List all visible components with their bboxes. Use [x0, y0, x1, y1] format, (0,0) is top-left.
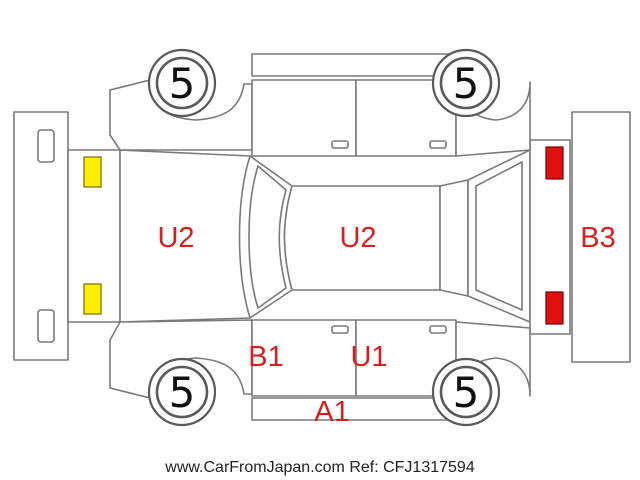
tail-lamp-left: [545, 291, 564, 325]
wheel-rear-left: 5: [431, 357, 501, 427]
tire-front-right-value: 5: [169, 59, 196, 108]
rear-bumper-damage-code: B3: [580, 222, 615, 254]
wheel-front-left: 5: [147, 357, 217, 427]
front-bumper-slot-bottom: [37, 309, 55, 343]
rear-hatch-inner: [475, 161, 523, 311]
rear-bumper: [571, 111, 631, 363]
hood-damage-code: U2: [157, 222, 194, 254]
headlamp-left: [83, 283, 102, 315]
roof-damage-code: U2: [339, 222, 376, 254]
wheel-rear-right: 5: [431, 48, 501, 118]
windshield-inner: [248, 165, 287, 309]
rear-window: [439, 179, 469, 297]
left-front-door-handle: [331, 325, 349, 334]
right-rocker: [251, 53, 453, 77]
roof: [283, 185, 441, 291]
left-rear-door-damage-code: U1: [350, 341, 387, 373]
footer-reference: www.CarFromJapan.com Ref: CFJ1317594: [164, 459, 475, 476]
left-front-door: [251, 319, 357, 397]
left-rocker: [251, 397, 453, 421]
tire-front-left-value: 5: [169, 368, 196, 417]
right-rear-door-handle: [429, 140, 447, 149]
tire-rear-left-value: 5: [453, 368, 480, 417]
left-front-pillar-damage-code: B1: [248, 341, 283, 373]
tail-lamp-right: [545, 146, 564, 180]
front-bumper-slot-top: [37, 129, 55, 163]
wheel-front-right: 5: [147, 48, 217, 118]
right-front-door-handle: [331, 140, 349, 149]
front-bumper: [13, 111, 69, 361]
headlamp-right: [83, 156, 102, 188]
left-rear-door-handle: [429, 325, 447, 334]
left-rocker-damage-code: A1: [314, 396, 349, 428]
tire-rear-right-value: 5: [453, 59, 480, 108]
